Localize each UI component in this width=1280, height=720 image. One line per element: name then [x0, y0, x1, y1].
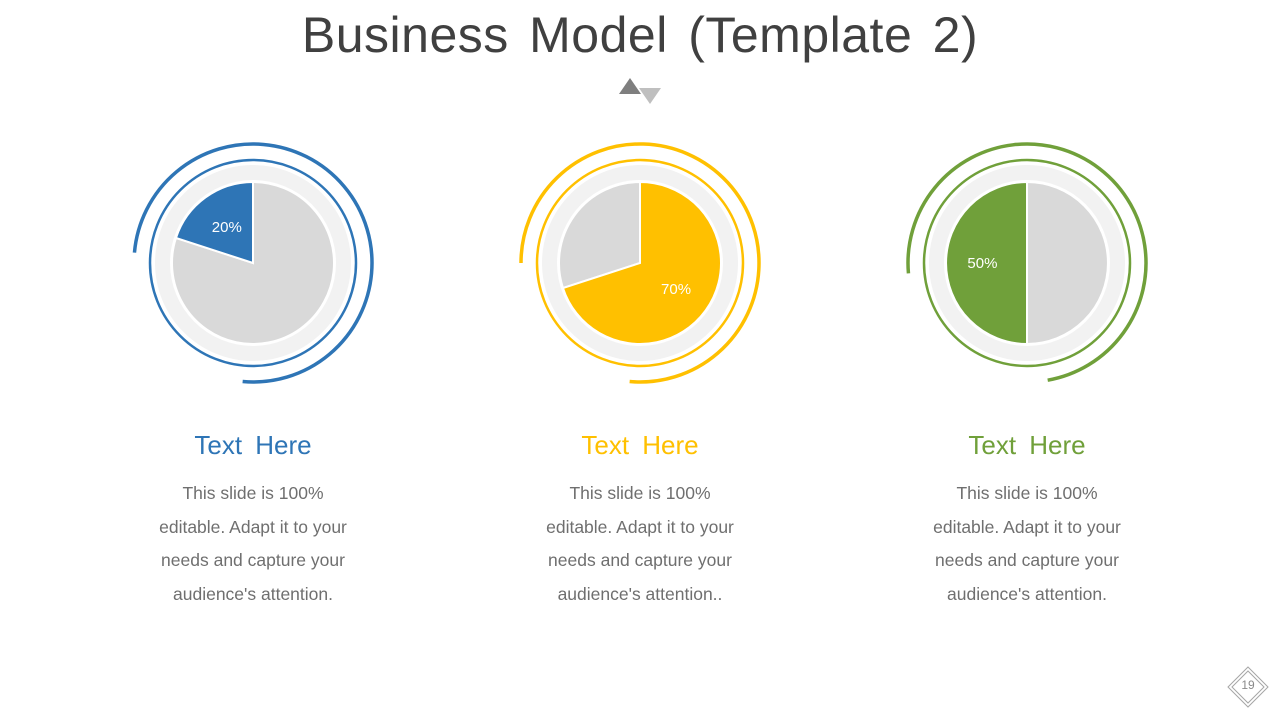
inner-ring — [922, 158, 1132, 368]
column-1-description: This slide is 100% editable. Adapt it to… — [93, 477, 413, 612]
column-3-line-2: editable. Adapt it to your — [933, 516, 1121, 537]
column-1-line-2: editable. Adapt it to your — [159, 516, 347, 537]
pie-slice-remainder — [1026, 180, 1109, 346]
page-number-badge: 19 — [1227, 666, 1269, 708]
column-1-line-4: audience's attention. — [173, 584, 333, 605]
column-2-line-1: This slide is 100% — [569, 483, 711, 503]
column-3-line-3: needs and capture your — [935, 550, 1119, 571]
triangle-up-icon — [619, 78, 641, 94]
slide-title: Business Model (Template 2) — [301, 7, 979, 63]
column-1-line-1: This slide is 100% — [182, 483, 324, 503]
outer-ring-arc — [519, 142, 761, 384]
column-3-heading: Text Here — [968, 430, 1086, 460]
outer-ring-arc — [906, 142, 1148, 382]
title-ornament — [619, 78, 661, 104]
inner-ring — [535, 158, 745, 368]
page-number: 19 — [1241, 678, 1255, 692]
pie-chart-3: 50% — [906, 142, 1148, 382]
pie-data-label: 70% — [661, 281, 691, 298]
pie-slice-value — [945, 180, 1028, 346]
column-2-line-3: needs and capture your — [548, 550, 732, 571]
pie-slice-remainder — [558, 180, 641, 290]
column-2-description: This slide is 100% editable. Adapt it to… — [480, 477, 800, 612]
column-2-heading: Text Here — [581, 430, 699, 460]
column-3-line-4: audience's attention. — [947, 584, 1107, 605]
column-2-line-2: editable. Adapt it to your — [546, 516, 734, 537]
column-1-line-3: needs and capture your — [161, 550, 345, 571]
column-3-description: This slide is 100% editable. Adapt it to… — [867, 477, 1187, 612]
pie-slice-value — [174, 180, 254, 265]
pie-data-label: 50% — [967, 255, 997, 272]
outer-ring-arc — [132, 142, 374, 384]
column-3-line-1: This slide is 100% — [956, 483, 1098, 503]
column-2-line-4: audience's attention.. — [557, 584, 723, 605]
pie-slice-value — [561, 180, 722, 345]
column-1-heading: Text Here — [194, 430, 312, 460]
inner-ring — [148, 158, 358, 368]
triangle-down-icon — [639, 88, 661, 104]
pie-chart-2: 70% — [519, 142, 761, 384]
pie-data-label: 20% — [212, 219, 242, 236]
pie-chart-1: 20% — [132, 142, 374, 384]
diamond-icon — [1227, 666, 1269, 708]
